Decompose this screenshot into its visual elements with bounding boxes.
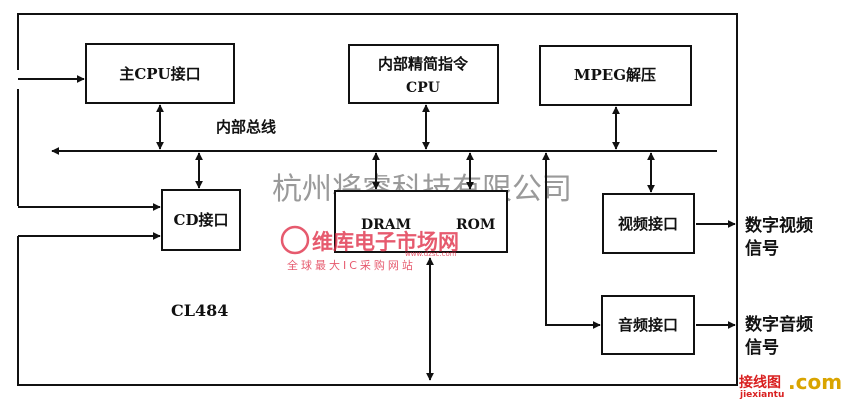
block-host-cpu-label: 主CPU接口	[119, 65, 200, 83]
block-audio-label: 音频接口	[618, 316, 678, 334]
chip-label: CL484	[171, 301, 228, 320]
block-mpeg-label: MPEG解压	[574, 66, 656, 84]
block-risc-cpu: 内部精简指令 CPU	[348, 44, 499, 104]
brand-watermark-slogan: 全球最大IC采购网站	[287, 258, 416, 272]
brand-watermark: 维库电子市场网 www.dzsc.com 全球最大IC采购网站	[280, 225, 459, 272]
block-risc-cpu-label-2: CPU	[406, 80, 440, 96]
block-cd-label: CD接口	[174, 211, 229, 229]
audio-output-label-2: 信号	[745, 337, 779, 358]
block-video-interface: 视频接口	[602, 193, 695, 254]
audio-output-label-1: 数字音频	[745, 314, 813, 335]
block-cd-interface: CD接口	[161, 189, 241, 251]
video-output-label-2: 信号	[745, 238, 779, 259]
brand-logo-icon	[280, 225, 310, 255]
bus-label: 内部总线	[216, 118, 276, 136]
block-dram-label: DRAM	[361, 217, 411, 233]
site-logo: 接线图 .com jiexiantu	[739, 370, 842, 399]
site-logo-suffix: .com	[788, 370, 842, 394]
block-rom-label: ROM	[456, 217, 495, 233]
block-host-cpu-interface: 主CPU接口	[85, 43, 235, 104]
block-dram-rom: DRAM ROM	[334, 190, 508, 253]
block-video-label: 视频接口	[618, 215, 678, 233]
block-risc-cpu-label-1: 内部精简指令	[378, 55, 469, 73]
block-mpeg-decoder: MPEG解压	[539, 45, 692, 106]
chip-outline	[17, 13, 738, 386]
block-audio-interface: 音频接口	[601, 295, 695, 355]
brand-watermark-main: 维库电子市场网	[312, 230, 459, 254]
brand-watermark-url: www.dzsc.com	[405, 250, 457, 258]
site-logo-sub: jiexiantu	[739, 390, 784, 399]
video-output-label-1: 数字视频	[745, 215, 813, 236]
site-logo-text: 接线图	[739, 374, 781, 391]
connector-audio-bus	[542, 152, 601, 329]
